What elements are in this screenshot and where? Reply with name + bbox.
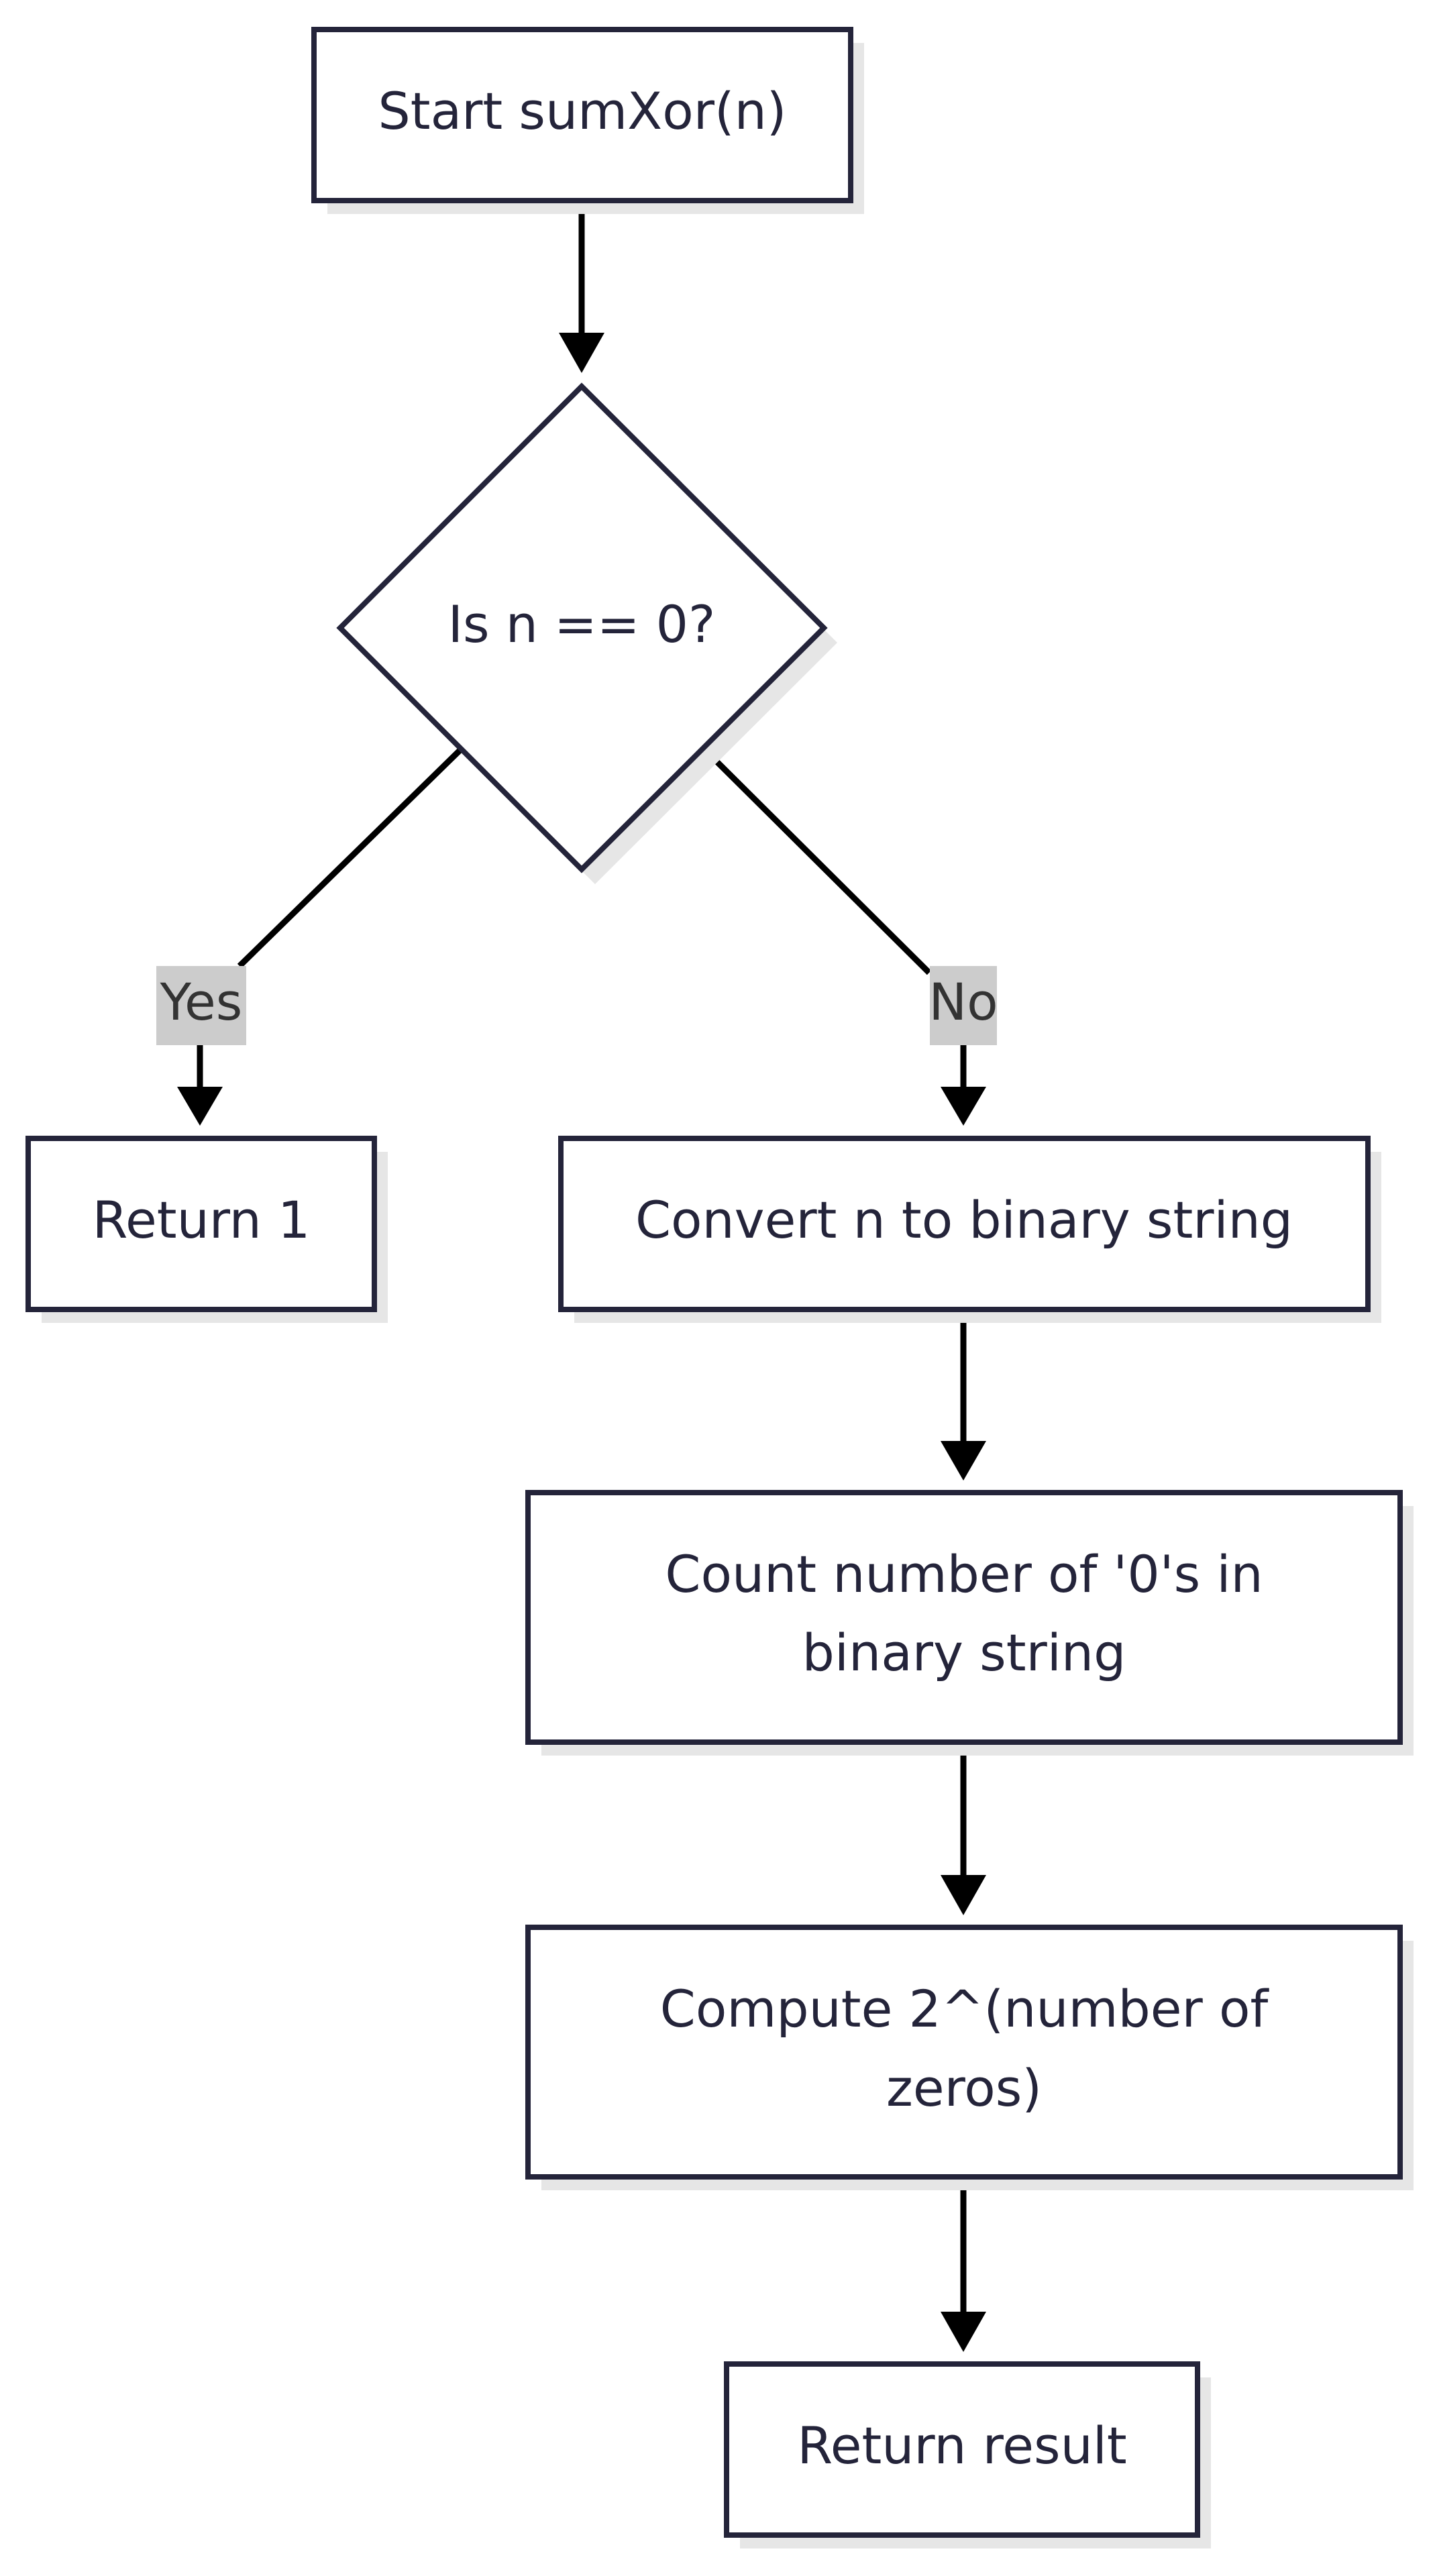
node-count[interactable]: Count number of '0's in binary string [525,1490,1414,1756]
node-return-result-box [724,2361,1200,2538]
node-count-box [525,1490,1403,1745]
arrowhead-convert-to-count [941,1441,986,1481]
edge-label-no: No [928,972,998,1032]
node-start-box [311,27,853,203]
edge-decision-to-return-one [237,747,464,969]
arrowhead-start-to-decision [559,333,604,373]
arrowhead-compute-to-return-result [941,2312,986,2352]
node-return-one-box [25,1136,377,1312]
edge-labels: Yes No [156,966,998,1045]
arrowhead-no-to-convert [941,1087,986,1126]
node-start[interactable]: Start sumXor(n) [311,27,864,214]
node-convert-label: Convert n to binary string [635,1190,1293,1250]
node-decision[interactable]: Is n == 0? [336,382,837,884]
node-return-result[interactable]: Return result [724,2361,1211,2548]
arrowhead-count-to-compute [941,1875,986,1915]
node-return-one-label: Return 1 [93,1190,311,1250]
edge-label-yes-bg [156,966,246,1045]
node-compute[interactable]: Compute 2^(number of zeros) [525,1925,1414,2190]
nodes: Start sumXor(n) Is n == 0? Return 1 Conv… [25,27,1414,2548]
node-convert[interactable]: Convert n to binary string [558,1136,1381,1323]
node-decision-diamond [336,382,828,873]
node-return-one[interactable]: Return 1 [25,1136,388,1323]
node-compute-box [525,1925,1403,2180]
node-return-result-label: Return result [797,2416,1126,2475]
node-count-label-line-2: binary string [802,1623,1126,1682]
edge-label-no-bg [930,966,997,1045]
node-compute-label-line-2: zeros) [886,2058,1042,2118]
edge-label-yes: Yes [160,972,243,1032]
node-start-label: Start sumXor(n) [378,81,787,141]
edges [177,201,986,2352]
node-compute-label-line-1: Compute 2^(number of [660,1979,1270,2039]
node-count-label-line-1: Count number of '0's in [665,1544,1263,1604]
node-convert-box [558,1136,1371,1312]
arrowhead-yes-to-return-one [177,1087,223,1126]
node-decision-label: Is n == 0? [448,594,716,654]
edge-decision-to-convert [702,747,932,975]
